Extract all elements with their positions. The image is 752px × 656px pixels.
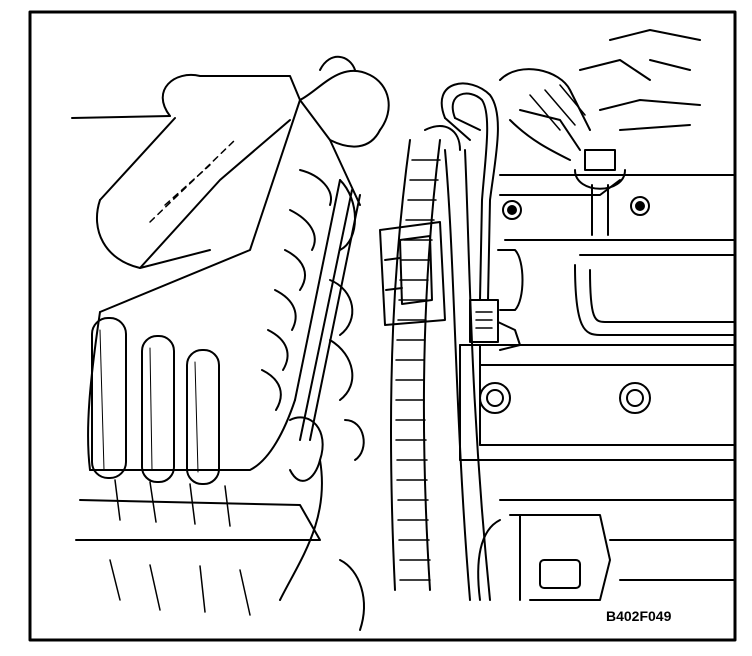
belt-guide [444, 149, 491, 601]
dipstick-rod [299, 189, 361, 441]
air-cleaner-housing [71, 73, 361, 616]
upper-hoses [499, 29, 701, 161]
sensor-wire [440, 82, 499, 301]
sensor-connector[interactable] [469, 249, 524, 351]
lower-bracket [339, 514, 736, 631]
figure-border [28, 10, 737, 642]
drive-belt [389, 125, 461, 591]
figure-code-label: B402F049 [606, 606, 726, 626]
intake-duct [261, 55, 390, 601]
housing-ribs [91, 317, 220, 485]
cylinder-head-cover [459, 174, 736, 601]
cover-bolts [479, 149, 651, 414]
harness-clip [379, 221, 446, 326]
